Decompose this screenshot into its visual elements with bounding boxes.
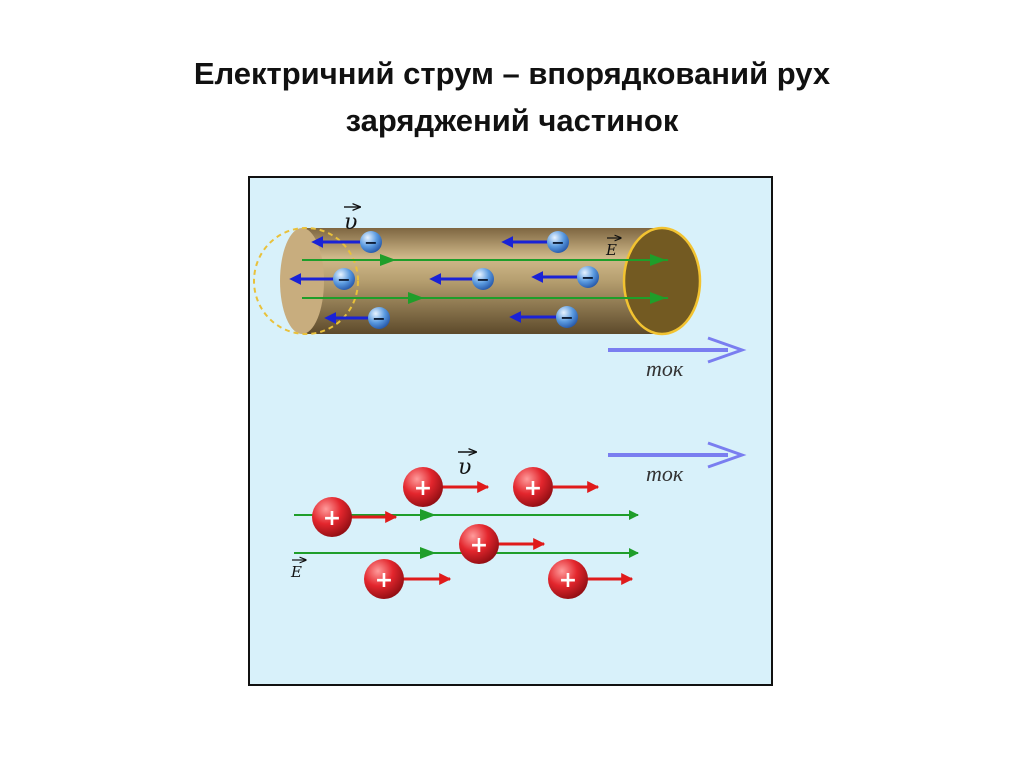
top-field-arrowhead bbox=[650, 254, 666, 266]
svg-text:−: − bbox=[551, 233, 564, 252]
svg-text:ток: ток bbox=[646, 356, 684, 381]
bottom-field-arrowhead bbox=[420, 547, 436, 559]
svg-text:−: − bbox=[476, 270, 489, 289]
electron: − bbox=[509, 306, 578, 328]
electrons: − − − − − bbox=[289, 231, 599, 329]
svg-text:−: − bbox=[372, 309, 385, 328]
svg-text:+: + bbox=[375, 568, 393, 593]
top-field-arrowhead bbox=[650, 292, 666, 304]
electron: − bbox=[311, 231, 382, 253]
svg-text:+: + bbox=[414, 476, 432, 501]
conductor-cylinder bbox=[253, 226, 702, 336]
conductor-front-face bbox=[622, 226, 702, 336]
svg-text:+: + bbox=[323, 506, 341, 531]
svg-text:+: + bbox=[470, 533, 488, 558]
svg-text:E: E bbox=[290, 563, 302, 581]
top-field-arrowhead bbox=[380, 254, 396, 266]
electron: − bbox=[289, 268, 355, 290]
bottom-field-arrowhead bbox=[420, 509, 436, 521]
title-line-2: заряджений частинок bbox=[345, 103, 679, 138]
proton: + bbox=[364, 559, 452, 599]
top-field-lines bbox=[302, 254, 668, 304]
svg-text:E: E bbox=[605, 241, 617, 259]
current-diagram: − − − − − bbox=[248, 176, 773, 686]
conductor-rear-end bbox=[280, 228, 324, 334]
proton: + bbox=[459, 524, 546, 564]
svg-text:ток: ток bbox=[646, 461, 684, 486]
top-field-arrowhead bbox=[408, 292, 424, 304]
protons: + + + + + bbox=[312, 467, 634, 599]
svg-text:−: − bbox=[581, 268, 594, 287]
svg-text:+: + bbox=[559, 568, 577, 593]
slide-title: Електричний струм – впорядкований рух за… bbox=[0, 50, 1024, 144]
title-line-1: Електричний струм – впорядкований рух bbox=[193, 56, 831, 91]
svg-text:−: − bbox=[364, 233, 377, 252]
bottom-field-label: E bbox=[290, 560, 306, 581]
bottom-current-arrow: ток bbox=[608, 441, 747, 486]
top-velocity-label: υ bbox=[344, 207, 360, 235]
svg-text:υ: υ bbox=[458, 455, 471, 480]
proton: + bbox=[548, 559, 634, 599]
svg-text:−: − bbox=[560, 308, 573, 327]
electron: − bbox=[324, 307, 390, 329]
electron: − bbox=[429, 268, 494, 290]
bottom-velocity-label: υ bbox=[458, 452, 476, 480]
conductor-rear-outline bbox=[253, 227, 359, 335]
top-field-label: E bbox=[605, 238, 621, 259]
svg-text:+: + bbox=[524, 476, 542, 501]
proton: + bbox=[513, 467, 600, 507]
svg-text:υ: υ bbox=[344, 210, 357, 235]
svg-text:−: − bbox=[337, 270, 350, 289]
diagram-svg: − − − − − bbox=[253, 178, 747, 599]
top-current-arrow: ток bbox=[608, 336, 747, 381]
proton: + bbox=[403, 467, 490, 507]
electron: − bbox=[501, 231, 569, 253]
electron: − bbox=[531, 266, 599, 288]
proton: + bbox=[312, 497, 398, 537]
